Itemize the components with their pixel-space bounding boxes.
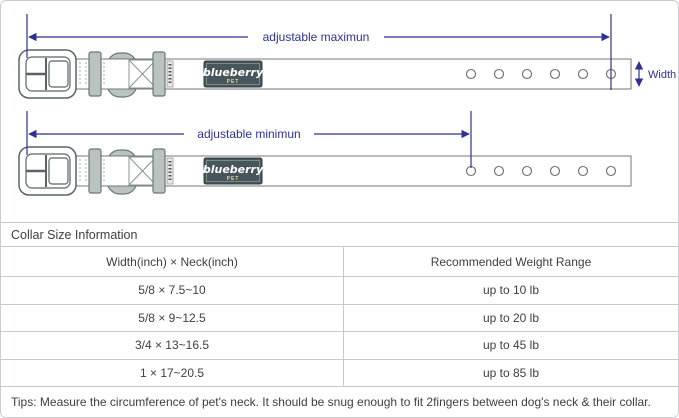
table-row: 5/8 × 7.5~10 up to 10 lb bbox=[1, 277, 678, 305]
collar-diagram: blueberry PET bbox=[17, 14, 676, 197]
column-header-size: Width(inch) × Neck(inch) bbox=[1, 247, 344, 276]
width-label: Width bbox=[648, 69, 676, 81]
table-row: 1 × 17~20.5 up to 85 lb bbox=[1, 359, 678, 387]
weight-cell: up to 45 lb bbox=[482, 338, 540, 353]
tips-row: Tips: Measure the circumference of pet's… bbox=[1, 387, 678, 417]
column-header-weight: Recommended Weight Range bbox=[430, 254, 592, 269]
size-cell: 3/4 × 13~16.5 bbox=[1, 332, 344, 359]
collar-max bbox=[17, 48, 633, 100]
max-label: adjustable maximun bbox=[263, 30, 370, 44]
label-backing bbox=[184, 126, 314, 142]
table-title-row: Collar Size Information bbox=[1, 223, 678, 247]
size-table: Collar Size Information Width(inch) × Ne… bbox=[1, 222, 678, 417]
tips-text: Tips: Measure the circumference of pet's… bbox=[11, 395, 651, 409]
table-row: 3/4 × 13~16.5 up to 45 lb bbox=[1, 332, 678, 360]
label-backing bbox=[248, 29, 384, 45]
weight-cell: up to 85 lb bbox=[482, 365, 540, 380]
collar-min bbox=[17, 145, 633, 197]
table-title: Collar Size Information bbox=[11, 227, 138, 242]
min-label: adjustable minimun bbox=[197, 127, 300, 141]
table-header-row: Width(inch) × Neck(inch) Recommended Wei… bbox=[1, 247, 678, 277]
size-cell: 5/8 × 7.5~10 bbox=[1, 277, 344, 304]
weight-cell: up to 20 lb bbox=[482, 310, 540, 325]
table-row: 5/8 × 9~12.5 up to 20 lb bbox=[1, 304, 678, 332]
size-cell: 1 × 17~20.5 bbox=[1, 359, 344, 386]
weight-cell: up to 10 lb bbox=[482, 283, 540, 298]
size-cell: 5/8 × 9~12.5 bbox=[1, 304, 344, 331]
